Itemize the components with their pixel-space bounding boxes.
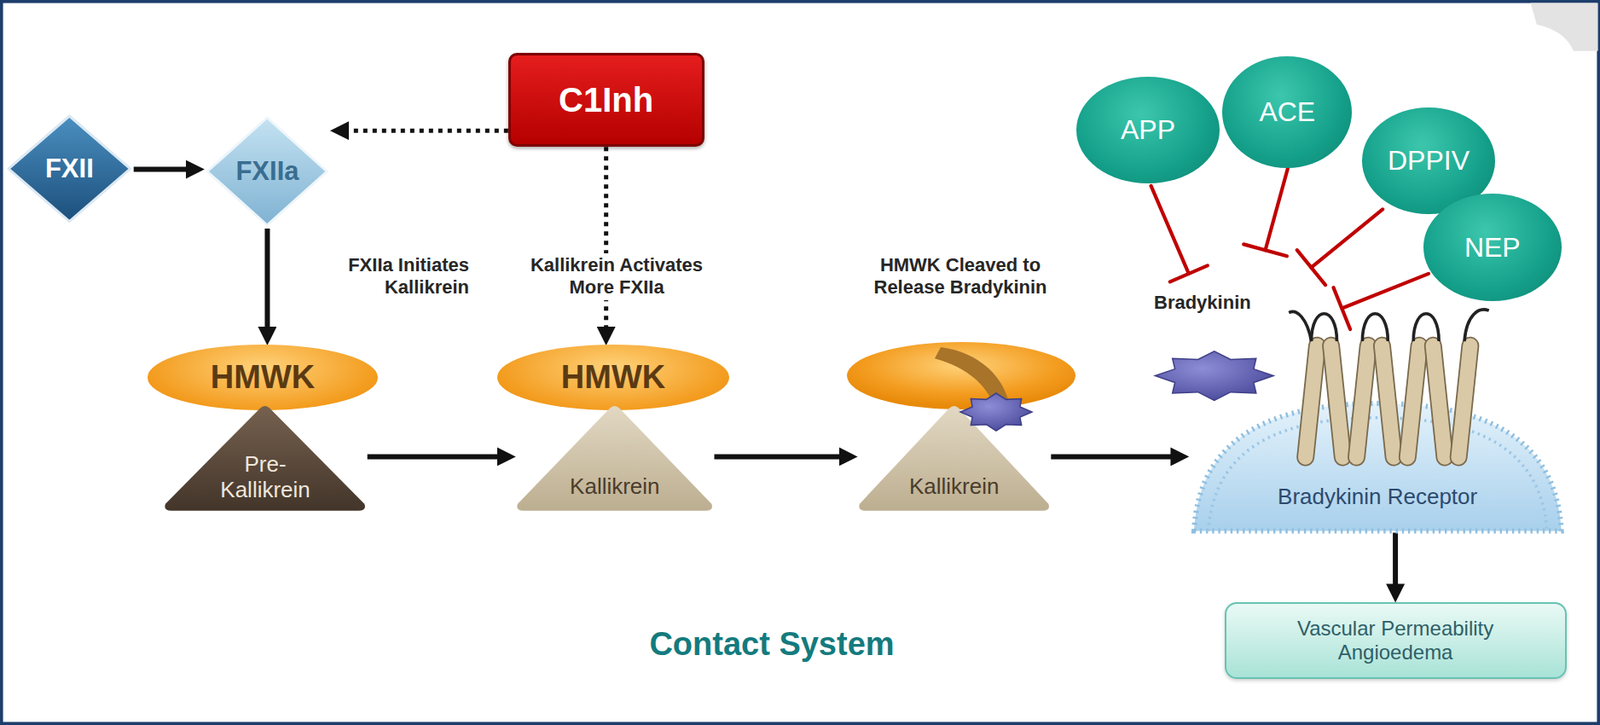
inhibition-line [1151, 185, 1189, 274]
inhibitor-arrow [603, 146, 609, 331]
helix [1347, 336, 1378, 466]
flow-arrow [1392, 533, 1398, 588]
enzyme-circle: APP [1076, 76, 1220, 185]
flow-arrow [367, 453, 501, 459]
step-label: FXIIa Initiates Kallikrein [279, 253, 472, 301]
step-label: Kallikrein Activates More FXIIa [514, 253, 719, 301]
helix-loop [1464, 309, 1490, 342]
node-text: Kallikrein [909, 474, 1000, 500]
inhibition-line [1341, 273, 1429, 309]
node-text: DPPIV [1387, 144, 1470, 177]
helix-loop [1362, 313, 1388, 341]
node-text: Pre- Kallikrein [209, 452, 321, 504]
flow-arrow [264, 228, 270, 331]
triangle-outline [165, 405, 366, 511]
helix-loop [1310, 313, 1337, 341]
node-text: APP [1120, 114, 1176, 146]
inhibition-line [1265, 168, 1288, 251]
bradykinin-star [960, 393, 1032, 431]
flow-arrow [1050, 453, 1175, 459]
inhibition-bar [1297, 249, 1326, 285]
node-text: Vascular Permeability Angioedema [1280, 616, 1511, 664]
kallikrein-triangle: Kallikrein [515, 403, 714, 511]
helix [1449, 336, 1479, 466]
kallikrein-triangle: Kallikrein [857, 403, 1051, 511]
node-text: ACE [1258, 96, 1316, 128]
node-text: HMWK [210, 359, 315, 397]
node-text: Bradykinin Receptor [1277, 484, 1478, 511]
node-text: Kallikrein [569, 474, 661, 500]
step-label: HMWK Cleaved to Release Bradykinin [857, 253, 1063, 301]
hmwk-ellipse: HMWK [147, 344, 377, 411]
diamond-outline [8, 115, 131, 222]
outcome-box: Vascular Permeability Angioedema [1224, 602, 1567, 679]
corner-mark [1530, 3, 1599, 52]
helix [1296, 336, 1327, 466]
enzyme-circle: ACE [1222, 56, 1352, 169]
triangle-outline [516, 405, 713, 511]
flow-arrow [713, 453, 843, 459]
node-text: HMWK [561, 359, 666, 397]
inhibition-bar [1333, 287, 1351, 330]
helix [1373, 336, 1403, 466]
bradykinin-star [1154, 351, 1274, 400]
inhibition-bar [1243, 243, 1287, 256]
helix [1321, 336, 1352, 466]
factor-diamond: FXII [5, 112, 134, 226]
helix [1398, 336, 1429, 466]
inhibitor-arrow [345, 128, 509, 134]
prekallikrein-triangle: Pre- Kallikrein [162, 403, 367, 511]
section-title: Contact System [597, 624, 947, 666]
inhibition-bar [1170, 265, 1208, 282]
membrane-outer [1194, 403, 1562, 532]
helix [1424, 336, 1455, 466]
node-text: C1Inh [558, 80, 654, 120]
helix-loop [1288, 311, 1311, 342]
enzyme-circle: NEP [1423, 193, 1562, 302]
helix-loop [1413, 313, 1439, 341]
hmwk-ellipse: HMWK [497, 344, 731, 411]
node-text: FXIIa [235, 156, 299, 187]
node-text: NEP [1464, 231, 1521, 264]
step-label: Bradykinin [1151, 290, 1263, 315]
node-text: FXII [45, 153, 94, 185]
inhibitor-box: C1Inh [508, 52, 705, 147]
receptor-membrane: Bradykinin Receptor [1188, 304, 1567, 534]
diamond-outline [207, 117, 327, 226]
factor-diamond: FXIIa [203, 114, 331, 229]
membrane-inner [1208, 417, 1548, 531]
flow-arrow [133, 167, 191, 173]
inhibition-line [1310, 208, 1383, 267]
